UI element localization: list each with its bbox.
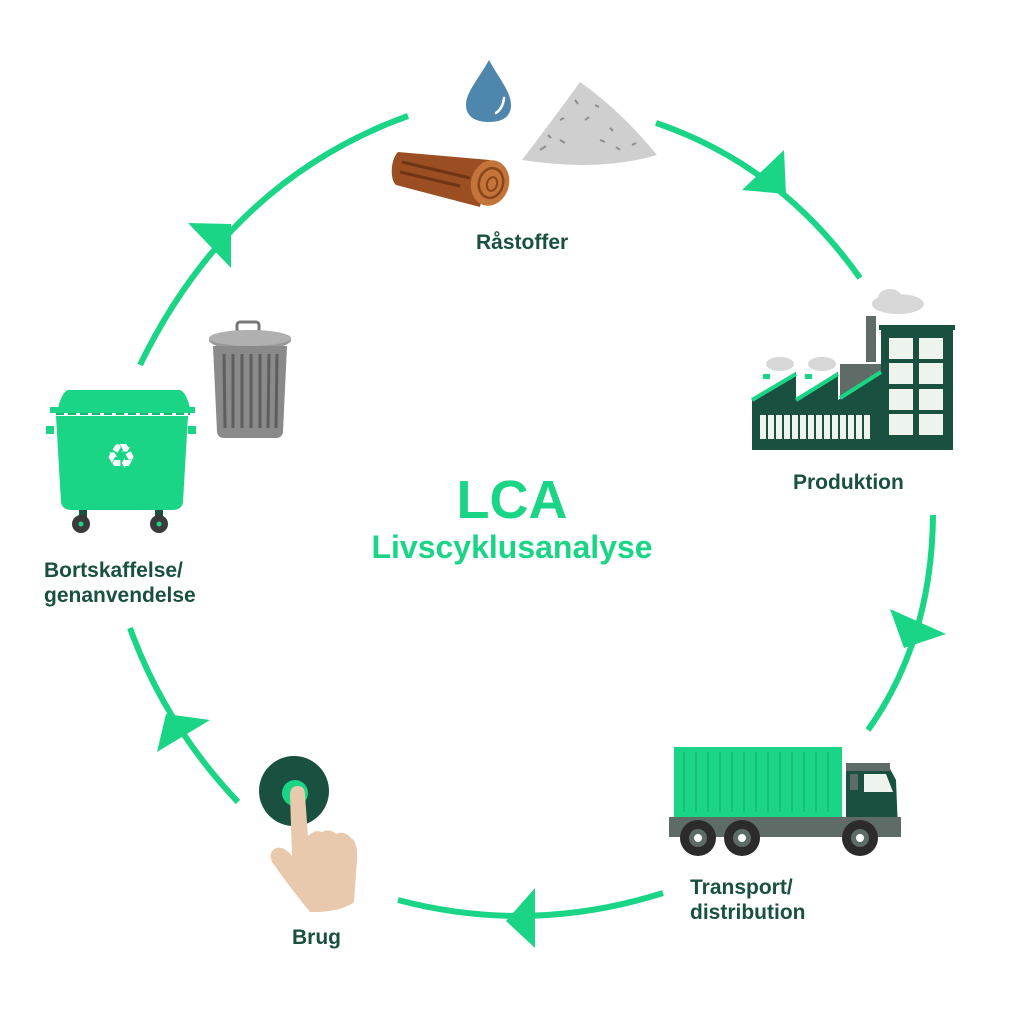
stage-label-use: Brug: [292, 926, 341, 949]
factory-icon: [750, 289, 955, 450]
gravel-pile-icon: [522, 82, 657, 165]
recycle-icon: ♻: [106, 437, 136, 477]
stage-label-raw-materials: Råstoffer: [476, 231, 569, 254]
water-drop-icon: [466, 60, 511, 122]
arrowhead-icon: [506, 888, 535, 948]
stage-label-production: Produktion: [793, 471, 904, 494]
arc-use-to-disposal: [127, 626, 241, 805]
log-icon: [391, 152, 510, 207]
recycling-bin-icon: ♻: [46, 390, 196, 533]
stage-label-transport: Transport/ distribution: [690, 876, 806, 924]
diagram-title: LCA: [456, 470, 568, 530]
arrowhead-icon: [188, 223, 231, 268]
stage-label-disposal: Bortskaffelse/ genanvendelse: [44, 559, 196, 607]
trash-can-icon: [209, 320, 291, 438]
arrowhead-icon: [890, 609, 946, 648]
arc-raw-to-production: [655, 120, 863, 280]
diagram-subtitle: Livscyklusanalyse: [371, 529, 653, 565]
arrowhead-icon: [157, 714, 210, 752]
arrowhead-icon: [742, 150, 786, 194]
hand-press-button-icon: [259, 756, 358, 912]
arrowheads: [157, 150, 946, 948]
arc-disposal-to-raw: [137, 113, 410, 367]
truck-icon: [669, 747, 901, 856]
truck-wheels: [680, 820, 878, 856]
